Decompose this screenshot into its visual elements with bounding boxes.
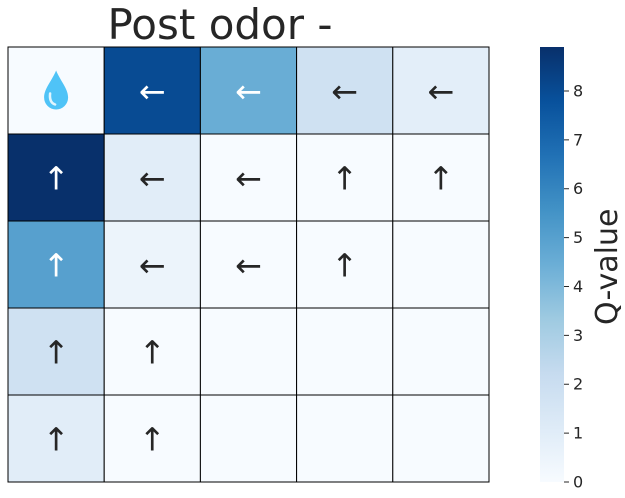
heatmap-cell-1-0 [7,133,105,222]
heatmap-cell-3-4 [392,307,490,396]
policy-arrow-1-0: ↑ [43,160,70,198]
colorbar-tick-label: 2 [573,375,583,394]
colorbar-tick-label: 0 [573,473,583,492]
policy-arrow-0-1: ← [139,73,166,111]
colorbar-tick-label: 5 [573,228,583,247]
heatmap-cell-4-2 [199,394,298,483]
heatmap-cell-2-0 [7,220,105,309]
heatmap-cell-3-3 [296,307,394,396]
heatmap-cell-1-1 [103,133,201,222]
chart-title: Post odor - [107,0,333,49]
heatmap-cell-4-3 [296,394,394,483]
heatmap-cell-3-0 [7,307,105,396]
water-drop-icon [44,70,69,110]
colorbar-label: Q-value [590,208,625,325]
colorbar-tick-label: 6 [573,179,583,198]
policy-arrow-2-3: ↑ [331,247,358,285]
heatmap-cell-3-1 [103,307,201,396]
policy-arrow-2-2: ← [235,247,262,285]
colorbar-gradient [540,47,564,482]
policy-arrow-0-3: ← [331,73,358,111]
policy-arrow-1-4: ↑ [427,160,454,198]
heatmap-cell-4-0 [7,394,105,483]
heatmap-cell-1-4 [392,133,490,222]
colorbar-tick-label: 8 [573,81,583,100]
heatmap-cell-3-2 [199,307,298,396]
heatmap-cell-2-3 [296,220,394,309]
heatmap-cell-2-4 [392,220,490,309]
policy-arrow-0-4: ← [427,73,454,111]
colorbar-tick-label: 3 [573,326,583,345]
policy-arrow-1-3: ↑ [331,160,358,198]
policy-arrow-3-1: ↑ [139,334,166,372]
heatmap-cell-0-3 [296,46,394,135]
heatmap-grid: ← ← ← ← ↑ ← ← ↑ ↑ ↑ ← ← ↑ ↑ ↑ ↑ ↑ [7,46,490,483]
heatmap-cell-1-3 [296,133,394,222]
colorbar: 0 1 2 3 4 5 6 7 8 [540,47,583,492]
policy-arrow-0-2: ← [235,73,262,111]
policy-arrow-1-1: ← [139,160,166,198]
policy-arrow-1-2: ← [235,160,262,198]
heatmap-cell-2-2 [199,220,298,309]
policy-arrow-2-0: ↑ [43,247,70,285]
heatmap-cell-0-2 [199,46,298,135]
colorbar-tick-label: 1 [573,424,583,443]
policy-arrow-4-0: ↑ [43,421,70,459]
colorbar-tick-label: 4 [573,277,583,296]
heatmap-cell-4-1 [103,394,201,483]
policy-arrow-4-1: ↑ [139,421,166,459]
policy-arrow-3-0: ↑ [43,334,70,372]
colorbar-tick-label: 7 [573,130,583,149]
heatmap-cell-0-4 [392,46,490,135]
policy-arrow-2-1: ← [139,247,166,285]
heatmap-cell-4-4 [392,394,490,483]
